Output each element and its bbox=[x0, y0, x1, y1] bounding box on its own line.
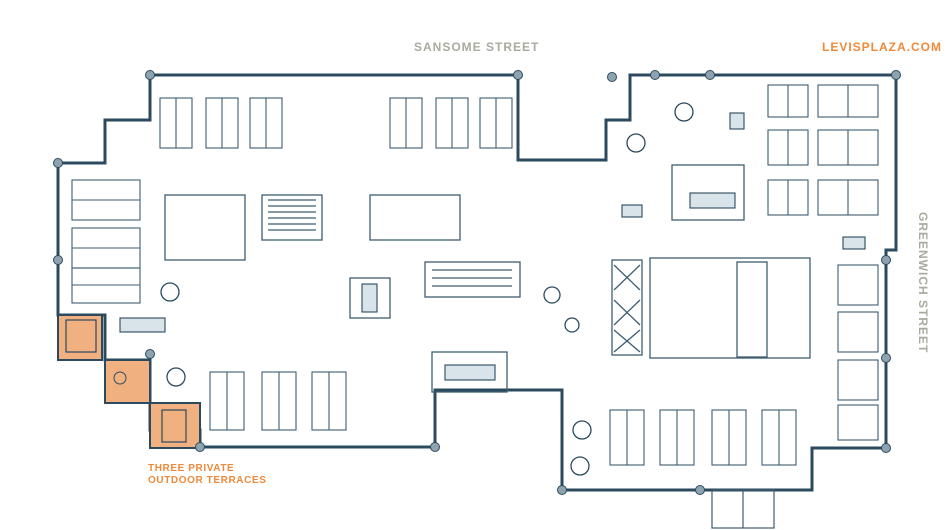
meeting-table-icon bbox=[729, 112, 745, 130]
terrace-2 bbox=[104, 359, 151, 404]
building-core bbox=[164, 164, 811, 393]
lounge-seating bbox=[160, 102, 694, 476]
stair-icon bbox=[424, 261, 521, 298]
plant-icon bbox=[572, 420, 592, 440]
workstation-clusters bbox=[71, 84, 879, 466]
restrooms bbox=[649, 257, 811, 359]
terrace-table-3 bbox=[161, 409, 187, 443]
meeting-table-icon bbox=[361, 283, 378, 313]
stair-icon bbox=[261, 194, 323, 241]
terraces-label-line2: OUTDOOR TERRACES bbox=[148, 475, 267, 486]
plant-icon bbox=[564, 317, 580, 333]
plant-icon bbox=[543, 286, 561, 304]
column-icon bbox=[695, 485, 705, 495]
terraces-label-line1: THREE PRIVATE bbox=[148, 463, 235, 474]
street-label-sansome: SANSOME STREET bbox=[414, 40, 540, 54]
website-link[interactable]: LEVISPLAZA.COM bbox=[822, 40, 943, 54]
terrace-3 bbox=[149, 402, 201, 449]
terraces bbox=[57, 314, 201, 449]
meeting-table-icon bbox=[621, 204, 643, 218]
entry bbox=[711, 489, 775, 529]
plant-icon bbox=[166, 367, 186, 387]
column-icon bbox=[881, 443, 891, 453]
column-icon bbox=[145, 349, 155, 359]
column-icon bbox=[430, 442, 440, 452]
column-icon bbox=[881, 255, 891, 265]
workstation-icon bbox=[767, 84, 879, 216]
plant-icon bbox=[160, 282, 180, 302]
conference-room-1 bbox=[164, 194, 246, 261]
workstation-icon bbox=[159, 97, 513, 149]
meeting-table-icon bbox=[119, 317, 166, 333]
workstation-icon bbox=[609, 409, 797, 466]
column-icon bbox=[53, 255, 63, 265]
terraces-label: THREE PRIVATE OUTDOOR TERRACES bbox=[148, 463, 267, 487]
conference-room-2 bbox=[369, 194, 461, 241]
conference-room-4 bbox=[431, 351, 508, 393]
elevator-icon bbox=[611, 259, 643, 356]
meeting-table-icon bbox=[689, 192, 736, 209]
column-icon bbox=[557, 485, 567, 495]
workstation-icon bbox=[209, 371, 347, 431]
column-icon bbox=[607, 72, 617, 82]
meeting-tables bbox=[119, 112, 866, 381]
column-icon bbox=[705, 70, 715, 80]
column-icon bbox=[881, 353, 891, 363]
service-core bbox=[736, 261, 768, 358]
plant-icon bbox=[626, 133, 646, 153]
plant-icon bbox=[570, 456, 590, 476]
conference-room-3 bbox=[671, 164, 745, 221]
column-icon bbox=[513, 70, 523, 80]
columns bbox=[53, 70, 901, 495]
meeting-table-icon bbox=[444, 364, 496, 381]
meeting-table-icon bbox=[842, 236, 866, 250]
column-icon bbox=[195, 442, 205, 452]
column-icon bbox=[650, 70, 660, 80]
workstation-icon bbox=[71, 179, 141, 304]
column-icon bbox=[891, 70, 901, 80]
column-icon bbox=[53, 158, 63, 168]
terrace-table-1 bbox=[65, 319, 97, 353]
plant-icon bbox=[674, 102, 694, 122]
meeting-room-5 bbox=[349, 277, 391, 319]
terrace-table-2 bbox=[113, 371, 127, 385]
workstation-icon bbox=[837, 264, 879, 441]
column-icon bbox=[145, 70, 155, 80]
